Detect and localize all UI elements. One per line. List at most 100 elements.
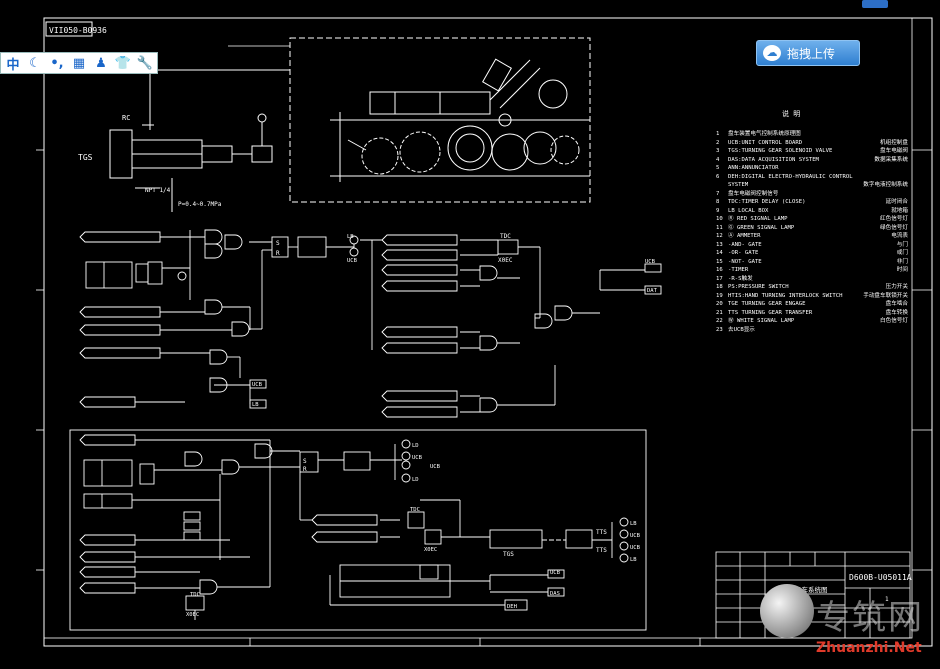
legend-item-note: 绿色信号灯 <box>880 224 908 231</box>
label-ucb-f: UCB <box>630 545 641 551</box>
legend-item-number: 2 <box>716 139 720 146</box>
legend-item: SYSTEM 数字电液控制系统 <box>716 181 908 190</box>
legend-item-text: TGE TURNING GEAR ENGAGE <box>728 301 806 307</box>
label-pressure: P=0.4~0.7MPa <box>178 201 222 208</box>
legend-item-text: -TIMER <box>728 267 749 273</box>
label-tts-1: TTS <box>596 529 607 536</box>
legend-item-number: 1 <box>716 131 720 137</box>
legend-item-number: 4 <box>716 156 720 163</box>
label-tts-2: TTS <box>596 547 607 554</box>
legend-item: 11 Ⓖ GREEN SIGNAL LAMP 绿色信号灯 <box>716 224 908 233</box>
label-ucb-e: UCB <box>630 533 641 539</box>
ime-chinese-toggle[interactable]: 中 <box>6 57 20 73</box>
top-corner-button[interactable] <box>862 0 888 8</box>
legend-item: 20 TGE TURNING GEAR ENGAGE 盘车啮合 <box>716 300 908 309</box>
legend-item-note: 红色信号灯 <box>880 216 908 222</box>
legend-item-text: PS:PRESSURE SWITCH <box>728 284 789 290</box>
legend-title: 说 明 <box>782 109 800 118</box>
legend-item-number: 23 <box>716 326 723 333</box>
legend-item: 6 DEH:DIGITAL ELECTRO-HYDRAULIC CONTROL <box>716 173 908 182</box>
legend-item-note: 数字电液控制系统 <box>863 182 908 188</box>
legend-item-number: 15 <box>716 258 723 265</box>
upload-label: 拖拽上传 <box>787 46 836 61</box>
legend-item-number: 12 <box>716 233 723 239</box>
legend-item: 12 Ⓐ AMMETER 电流表 <box>716 232 908 241</box>
label-ld-1: LD <box>412 443 419 449</box>
legend-item-number: 6 <box>716 173 720 180</box>
watermark-text: 专筑网 <box>816 598 924 638</box>
legend-item-note: 手动盘车联锁开关 <box>863 292 908 299</box>
legend-item-number: 5 <box>716 165 720 171</box>
legend-item-number: 13 <box>716 241 723 248</box>
skin-icon[interactable]: 👕 <box>114 55 132 71</box>
drawing-title: 盘车系统图 <box>795 585 828 594</box>
legend-item-text: Ⓦ WHITE SIGNAL LAMP <box>728 318 795 324</box>
legend-item: 17-R-S触发 <box>716 275 908 284</box>
legend-item-text: SYSTEM <box>728 182 749 188</box>
label-ucb-c: UCB <box>412 455 423 461</box>
drawing-id: VII050-B0936 <box>49 26 107 35</box>
legend-item-number: 21 <box>716 309 723 316</box>
legend-item-number: 11 <box>716 224 723 231</box>
watermark-logo-icon <box>760 584 814 638</box>
label-ucb-upper: UCB <box>645 259 656 265</box>
label-lb-b: LB <box>252 402 259 408</box>
label-tgs-lower: TGS <box>503 551 514 558</box>
logic-upper <box>79 229 662 418</box>
wrench-icon[interactable]: 🔧 <box>136 55 154 71</box>
label-ld-2: LD <box>412 477 419 483</box>
legend-item-note: 时间 <box>896 267 908 273</box>
punctuation-icon[interactable]: •, <box>50 55 64 71</box>
keyboard-icon[interactable]: ▦ <box>72 55 86 71</box>
legend-item-number: 14 <box>716 250 723 256</box>
moon-icon[interactable]: ☾ <box>29 55 41 71</box>
label-xsec-upper: X0EC <box>498 257 513 264</box>
label-s1: S <box>276 240 280 247</box>
legend-item-text: Ⓖ GREEN SIGNAL LAMP <box>728 224 795 231</box>
label-xsec-bottom: X0EC <box>186 612 199 618</box>
user-icon[interactable]: ♟ <box>95 55 107 71</box>
legend-item-text: DEH:DIGITAL ELECTRO-HYDRAULIC CONTROL <box>728 173 853 180</box>
frame-ticks <box>36 149 932 646</box>
legend-item-text: TDC:TIMER DELAY (CLOSE) <box>728 199 806 205</box>
legend-item-note: 盘车电磁阀 <box>880 148 908 154</box>
upload-button[interactable]: ☁ 拖拽上传 <box>756 40 860 66</box>
ime-toolbar: 中 ☾ •, ▦ ♟ 👕 🔧 <box>0 52 158 74</box>
label-lb-d: LB <box>630 557 637 563</box>
label-ucb-a: UCB <box>347 258 358 264</box>
legend-item-number: 9 <box>716 207 720 214</box>
legend-item-text: Ⓐ AMMETER <box>728 233 761 239</box>
turning-gear-mechanism <box>289 37 591 203</box>
label-r1: R <box>276 250 280 257</box>
label-tdc-mid: TDC <box>410 507 420 513</box>
label-ucb-d: UCB <box>430 464 441 470</box>
label-das-lower: DAS <box>550 591 560 597</box>
legend-item-text: HTIS:HAND TURNING INTERLOCK SWITCH <box>728 292 843 299</box>
legend-item-note: 就地箱 <box>891 207 908 214</box>
label-tdc-bottom: TDC <box>190 592 200 598</box>
legend-item-number: 18 <box>716 284 723 290</box>
legend-item-number <box>716 181 728 190</box>
tgs-assembly <box>109 69 290 212</box>
legend-item-number: 20 <box>716 301 723 307</box>
legend-item-note: 机组控制盘 <box>880 139 908 146</box>
drawing-number: D600B-U05011A <box>849 573 912 582</box>
legend-item-number: 17 <box>716 275 723 282</box>
legend-item-note: 盘车啮合 <box>885 301 908 307</box>
legend-item-note: 电流表 <box>891 233 908 239</box>
sheet-number: 1 <box>885 596 889 603</box>
